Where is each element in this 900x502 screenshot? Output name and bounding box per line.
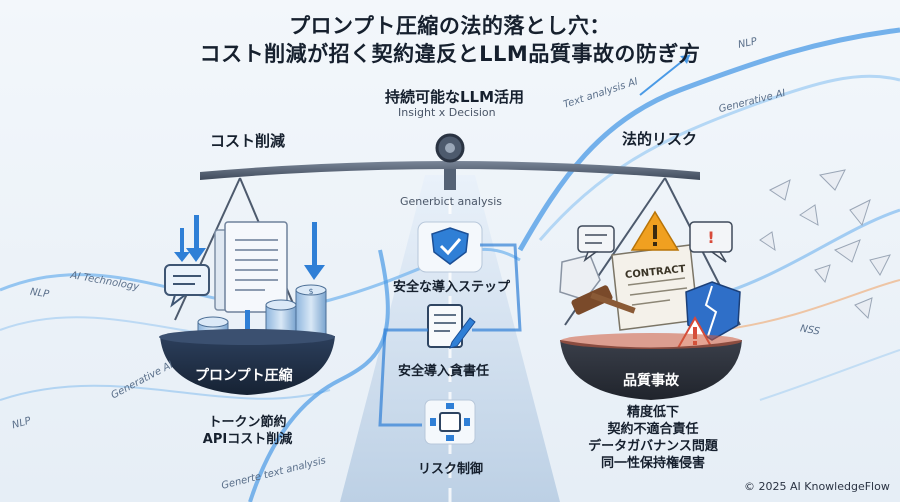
document-front: [224, 221, 288, 313]
step-label-3: リスク制御: [418, 462, 484, 477]
flow-arrow-up: [639, 54, 691, 96]
glass-fragments: [759, 169, 891, 320]
scale-beam: [200, 161, 700, 180]
svg-text:$: $: [308, 287, 313, 296]
connector-left: [378, 328, 428, 427]
left-bowl: [160, 336, 335, 395]
stream-right-bottom-2: [719, 279, 900, 331]
analysis-label: Generbict analysis: [400, 195, 502, 208]
gavel-icon: [571, 285, 636, 315]
left-heading: コスト削減: [210, 132, 286, 150]
stream-bottom-right: [759, 349, 900, 401]
document-pen-icon: [427, 304, 476, 349]
warning-triangle-icon: [630, 210, 680, 251]
left-bowl-label: プロンプト圧縮: [195, 368, 293, 384]
risk-item: 契約不適合責任: [607, 422, 699, 437]
right-bowl: [560, 340, 742, 400]
right-heading: 法的リスク: [622, 130, 698, 148]
chat-bubble-alert-icon-right: !: [689, 221, 733, 263]
stream-right-flow: [517, 27, 900, 252]
stream-right-flow-2: [538, 74, 900, 241]
benefit-item: トークン節約: [208, 415, 287, 430]
left-benefits-list: トークン節約 APIコスト削減: [200, 414, 295, 448]
contract-document-icon: [611, 244, 699, 331]
crumpled-paper-icon: [559, 254, 601, 301]
network-icon: [424, 399, 476, 445]
risk-item: 同一性保持権侵害: [600, 456, 705, 471]
risk-item: 精度低下: [626, 405, 679, 420]
benefit-item: APIコスト削減: [202, 432, 293, 447]
connector-right: [472, 243, 522, 332]
step-label-2: 安全導入貪書任: [398, 364, 490, 379]
stream-left-wave-3: [0, 384, 331, 401]
right-risks-list: 精度低下 契約不適合責任 データガバナンス問題 同一性保持権侵害: [588, 404, 718, 472]
left-chain-1: [174, 177, 241, 321]
stream-left-curl: [248, 249, 390, 502]
flow-arrow-up-head: [680, 55, 690, 64]
page-title-line-1: プロンプト圧縮の法的落とし穴：: [289, 14, 611, 38]
chat-bubble-alert-icon: [577, 225, 615, 263]
shield-check-icon: [417, 221, 483, 273]
center-heading: 持続可能なLLM活用: [385, 88, 525, 106]
svg-text:!: !: [707, 228, 714, 247]
center-subheading: Insight x Decision: [398, 106, 496, 119]
risk-item: データガバナンス問題: [588, 439, 718, 454]
right-bowl-label: 品質事故: [623, 373, 679, 389]
copyright: © 2025 AI KnowledgeFlow: [744, 480, 890, 493]
page-title-line-2: コスト削減が招く契約違反とLLM品質事故の防ぎ方: [199, 42, 701, 66]
step-label-1: 安全な導入ステップ: [393, 280, 511, 295]
chat-bubble-icon: [164, 264, 210, 308]
